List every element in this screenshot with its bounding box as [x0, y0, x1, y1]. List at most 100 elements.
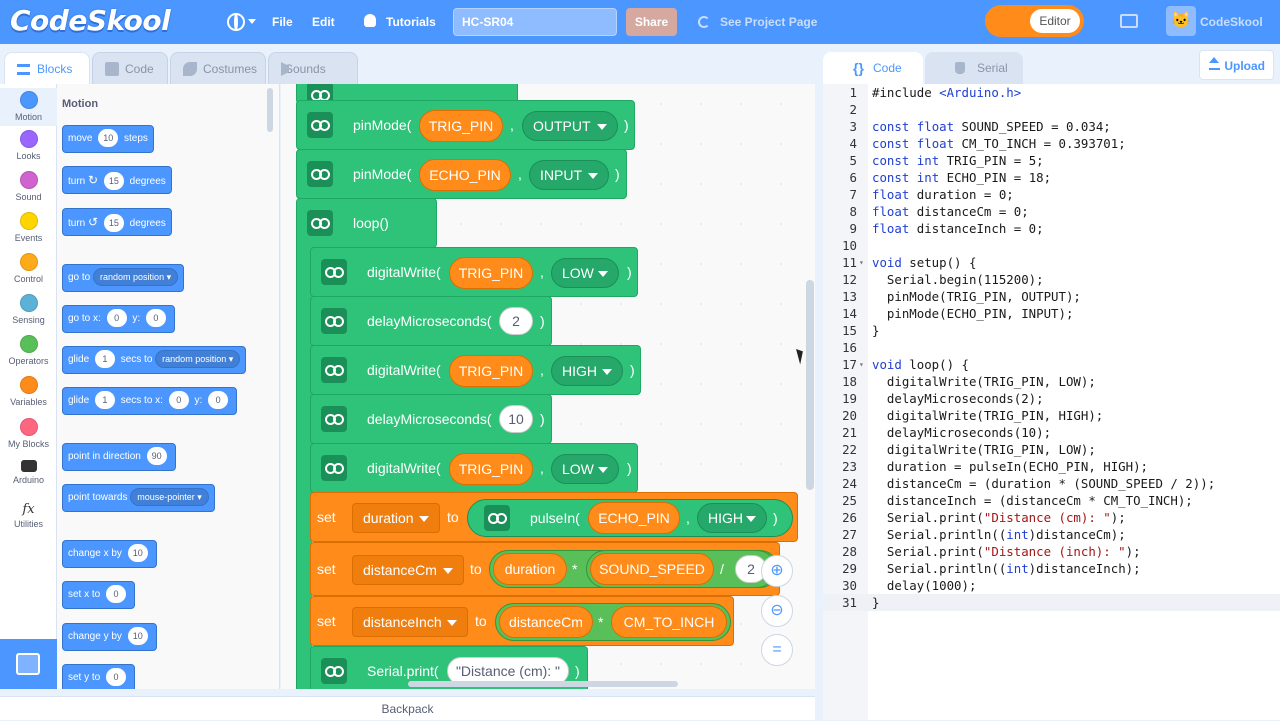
- pin-value[interactable]: TRIG_PIN: [449, 257, 533, 289]
- code-line[interactable]: 16: [823, 339, 1280, 356]
- backpack-bar[interactable]: Backpack: [0, 696, 815, 720]
- code-line[interactable]: 30 delay(1000);: [823, 577, 1280, 594]
- block-set-distance-cm[interactable]: set distanceCm to duration * SOUND_SPEED…: [310, 542, 780, 596]
- multiply-operator[interactable]: duration * SOUND_SPEED / 2: [489, 550, 779, 588]
- fold-arrow-icon[interactable]: ▾: [859, 360, 864, 369]
- value-dropdown[interactable]: LOW: [551, 454, 619, 484]
- block-glide-xy[interactable]: glide 1 secs to x: 0 y: 0: [62, 387, 238, 415]
- variable-reporter[interactable]: CM_TO_INCH: [611, 606, 727, 638]
- zoom-reset-button[interactable]: =: [761, 634, 793, 666]
- fold-arrow-icon[interactable]: ▾: [859, 258, 864, 267]
- pin-value[interactable]: TRIG_PIN: [449, 453, 533, 485]
- code-line[interactable]: 10: [823, 237, 1280, 254]
- pin-value[interactable]: ECHO_PIN: [588, 502, 680, 534]
- menu-file[interactable]: File: [272, 15, 293, 29]
- category-variables[interactable]: Variables: [0, 376, 57, 407]
- block-number-input[interactable]: 10: [127, 544, 148, 563]
- block-pinmode-echo[interactable]: pinMode( ECHO_PIN , INPUT ): [296, 149, 627, 199]
- mode-dropdown[interactable]: OUTPUT: [522, 111, 618, 141]
- block-number-input[interactable]: 0: [168, 391, 189, 410]
- category-utilities[interactable]: fx Utilities: [0, 502, 57, 529]
- block-turn-right[interactable]: turn ↻ 15 degrees: [62, 166, 172, 194]
- code-line[interactable]: 31}: [823, 594, 1280, 611]
- value-dropdown[interactable]: HIGH: [551, 356, 623, 386]
- block-number-input[interactable]: 10: [127, 627, 148, 646]
- upload-button[interactable]: Upload: [1199, 50, 1274, 80]
- menu-edit[interactable]: Edit: [312, 15, 335, 29]
- code-line[interactable]: 12 Serial.begin(115200);: [823, 271, 1280, 288]
- palette-scrollbar[interactable]: [267, 88, 273, 132]
- block-number-input[interactable]: 0: [208, 391, 229, 410]
- pin-value[interactable]: ECHO_PIN: [419, 159, 511, 191]
- block-set-y[interactable]: set y to 0: [62, 664, 136, 689]
- tab-costumes[interactable]: Costumes: [170, 52, 266, 84]
- block-digitalwrite-high[interactable]: digitalWrite( TRIG_PIN , HIGH ): [310, 345, 641, 395]
- category-looks[interactable]: Looks: [0, 130, 57, 161]
- chevron-down-icon[interactable]: [248, 19, 256, 24]
- code-line[interactable]: 24 distanceCm = (duration * (SOUND_SPEED…: [823, 475, 1280, 492]
- zoom-out-button[interactable]: ⊖: [761, 595, 793, 627]
- code-line[interactable]: 15}: [823, 322, 1280, 339]
- editor-toggle-label[interactable]: Editor: [1030, 9, 1080, 33]
- block-number-input[interactable]: 15: [103, 172, 124, 191]
- block-change-y[interactable]: change y by 10: [62, 623, 157, 651]
- tab-code-view[interactable]: {} Code: [823, 52, 923, 84]
- block-set-x[interactable]: set x to 0: [62, 581, 136, 609]
- pin-value[interactable]: TRIG_PIN: [419, 110, 503, 142]
- block-number-input[interactable]: 15: [103, 214, 124, 233]
- category-sensing[interactable]: Sensing: [0, 294, 57, 325]
- variable-dropdown[interactable]: duration: [352, 503, 440, 533]
- block-number-input[interactable]: 1: [94, 350, 115, 369]
- block-delay-micro-2[interactable]: delayMicroseconds( 2 ): [310, 296, 552, 346]
- block-dropdown[interactable]: mouse-pointer ▾: [130, 488, 209, 507]
- block-number-input[interactable]: 0: [145, 309, 166, 328]
- category-motion[interactable]: Motion: [0, 88, 57, 126]
- tab-code[interactable]: Code: [92, 52, 168, 84]
- block-go-to[interactable]: go to random position ▾: [62, 264, 185, 292]
- number-input[interactable]: 10: [499, 405, 533, 433]
- variable-dropdown[interactable]: distanceInch: [352, 607, 468, 637]
- block-glide-to[interactable]: glide 1 secs to random position ▾: [62, 346, 247, 374]
- code-line[interactable]: 19 delayMicroseconds(2);: [823, 390, 1280, 407]
- code-line[interactable]: 13 pinMode(TRIG_PIN, OUTPUT);: [823, 288, 1280, 305]
- pin-value[interactable]: TRIG_PIN: [449, 355, 533, 387]
- block-pinmode-trig[interactable]: pinMode( TRIG_PIN , OUTPUT ): [296, 100, 635, 150]
- block-point-direction[interactable]: point in direction 90: [62, 443, 176, 471]
- divide-operator[interactable]: SOUND_SPEED / 2: [586, 550, 776, 588]
- value-dropdown[interactable]: HIGH: [697, 503, 767, 533]
- workspace-vertical-scrollbar[interactable]: [806, 280, 814, 490]
- code-line[interactable]: 20 digitalWrite(TRIG_PIN, HIGH);: [823, 407, 1280, 424]
- zoom-in-button[interactable]: ⊕: [761, 555, 793, 587]
- category-sound[interactable]: Sound: [0, 171, 57, 202]
- block-dropdown[interactable]: random position ▾: [155, 350, 241, 369]
- user-name[interactable]: CodeSkool: [1200, 15, 1263, 29]
- number-input[interactable]: 2: [499, 307, 533, 335]
- block-change-x[interactable]: change x by 10: [62, 540, 157, 568]
- code-line[interactable]: 26 Serial.print("Distance (cm): ");: [823, 509, 1280, 526]
- block-digitalwrite-low-2[interactable]: digitalWrite( TRIG_PIN , LOW ): [310, 443, 638, 493]
- variable-reporter[interactable]: distanceCm: [499, 606, 593, 638]
- share-button[interactable]: Share: [626, 8, 677, 36]
- code-line[interactable]: 18 digitalWrite(TRIG_PIN, LOW);: [823, 373, 1280, 390]
- block-set-duration[interactable]: set duration to pulseIn( ECHO_PIN , HIGH…: [310, 492, 798, 542]
- block-turn-left[interactable]: turn ↺ 15 degrees: [62, 208, 172, 236]
- block-move-steps[interactable]: move 10 steps: [62, 125, 154, 153]
- block-number-input[interactable]: 0: [106, 309, 127, 328]
- code-line[interactable]: 21 delayMicroseconds(10);: [823, 424, 1280, 441]
- tab-sounds[interactable]: Sounds: [268, 52, 358, 84]
- code-line[interactable]: 25 distanceInch = (distanceCm * CM_TO_IN…: [823, 492, 1280, 509]
- project-title-input[interactable]: HC-SR04: [453, 8, 617, 36]
- see-project-page-link[interactable]: See Project Page: [720, 15, 818, 29]
- block-go-to-xy[interactable]: go to x: 0 y: 0: [62, 305, 175, 333]
- code-line[interactable]: 23 duration = pulseIn(ECHO_PIN, HIGH);: [823, 458, 1280, 475]
- multiply-operator[interactable]: distanceCm * CM_TO_INCH: [495, 603, 731, 641]
- tab-serial[interactable]: Serial: [925, 52, 1023, 84]
- variable-dropdown[interactable]: distanceCm: [352, 555, 464, 585]
- script-workspace[interactable]: pinMode( TRIG_PIN , OUTPUT ) pinMode( EC…: [281, 84, 815, 689]
- menu-tutorials[interactable]: Tutorials: [386, 15, 436, 29]
